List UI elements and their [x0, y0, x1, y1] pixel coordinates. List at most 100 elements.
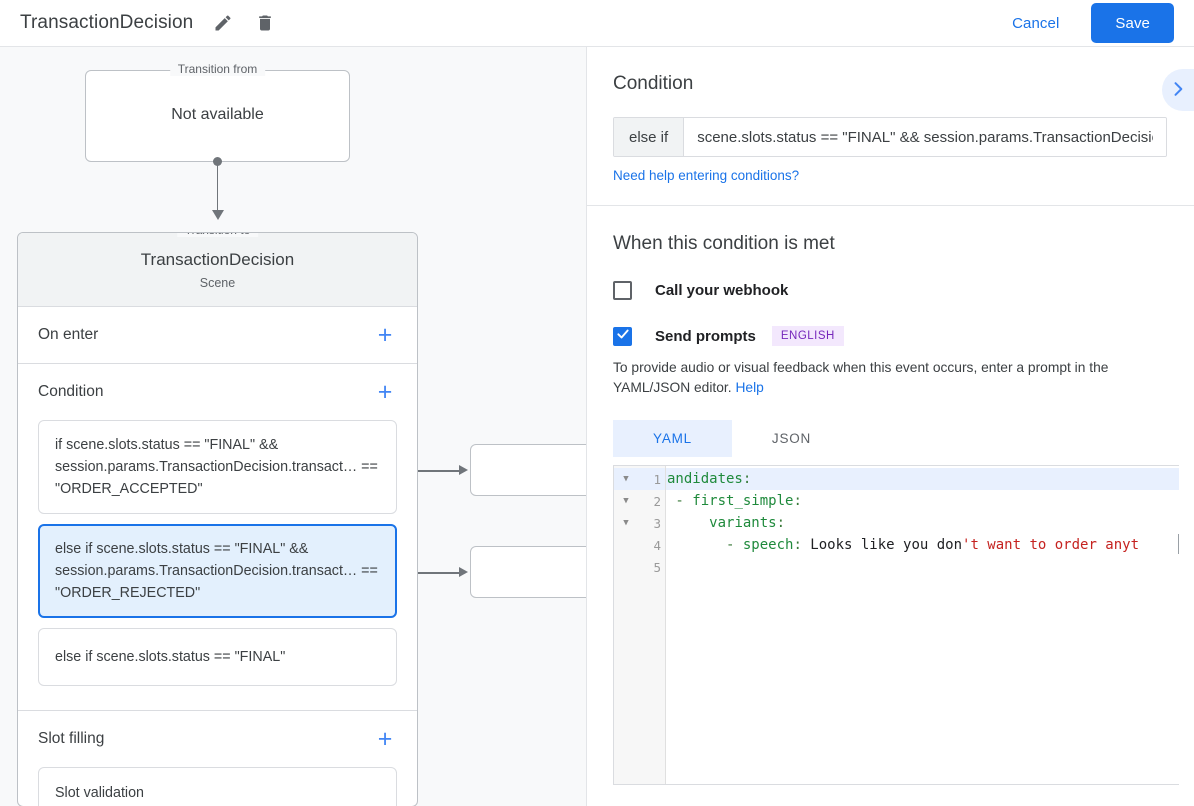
prompts-helper-text: To provide audio or visual feedback when… [613, 358, 1168, 398]
tab-yaml[interactable]: YAML [613, 420, 732, 457]
page-title: TransactionDecision [20, 12, 194, 33]
panel-top: Condition else if Need help entering con… [587, 47, 1194, 206]
add-slot-filling-button[interactable]: + [373, 725, 397, 753]
editor-gutter-row: 4 [614, 534, 665, 556]
conditions-help-link[interactable]: Need help entering conditions? [613, 168, 800, 183]
plus-icon: + [377, 378, 393, 406]
editor-line-number: 2 [653, 493, 661, 509]
condition-prefix-label: else if [614, 118, 685, 156]
code-token: : [776, 515, 786, 531]
panel-divider [587, 205, 1194, 206]
code-token: : [742, 471, 752, 487]
fold-toggle-icon[interactable]: ▼ [623, 496, 629, 506]
transition-to-legend: Transition to [176, 233, 259, 237]
slot-filling-header: Slot filling + [38, 711, 397, 767]
editor-gutter-row: ▼1 [614, 468, 665, 490]
editor-code-line: variants: [666, 512, 1179, 534]
edge-arrowhead-accepted [459, 465, 468, 475]
scene-header[interactable]: TransactionDecision Scene [18, 233, 417, 307]
code-token: : [793, 537, 811, 553]
code-token: : [793, 493, 802, 509]
transition-from-value: Not available [171, 106, 264, 123]
condition-item-accepted[interactable]: if scene.slots.status == "FINAL" && sess… [38, 420, 397, 514]
pencil-icon [213, 13, 233, 33]
send-prompts-row[interactable]: Send prompts ENGLISH [613, 326, 1168, 346]
editor-code-line: andidates: [666, 468, 1179, 490]
detail-panel: Condition else if Need help entering con… [586, 47, 1194, 806]
top-bar: TransactionDecision Cancel Save [0, 0, 1194, 47]
slot-filling-title: Slot filling [38, 730, 105, 747]
condition-header: Condition + [38, 364, 397, 420]
target-node-rejected[interactable] [470, 546, 586, 598]
scene-title: TransactionDecision [140, 250, 295, 269]
prompts-help-link[interactable]: Help [735, 380, 764, 395]
editor-gutter-row: 5 [614, 556, 665, 578]
section-on-enter: On enter + [18, 307, 417, 364]
transition-from-legend: Transition from [169, 62, 266, 76]
slot-validation-item[interactable]: Slot validation [38, 767, 397, 806]
fold-toggle-icon[interactable]: ▼ [623, 518, 629, 528]
connector-line-vertical [216, 161, 219, 218]
on-enter-title: On enter [38, 326, 99, 343]
editor-caret [1178, 534, 1179, 554]
add-on-enter-button[interactable]: + [373, 321, 397, 349]
trash-icon [255, 13, 275, 33]
call-webhook-label: Call your webhook [655, 282, 789, 299]
code-token: 't want to order anyt [962, 537, 1140, 553]
editor-format-tabs: YAML JSON [613, 420, 1168, 457]
code-token: speech [742, 537, 794, 553]
tab-json[interactable]: JSON [732, 420, 851, 457]
editor-code-line: - first_simple: [666, 490, 1179, 512]
when-condition-met-heading: When this condition is met [613, 233, 835, 254]
language-badge: ENGLISH [771, 326, 844, 346]
condition-input-row[interactable]: else if [613, 117, 1167, 157]
code-token: andidates [667, 471, 743, 487]
editor-gutter-row: ▼3 [614, 512, 665, 534]
plus-icon: + [377, 321, 393, 349]
send-prompts-checkbox[interactable] [613, 326, 632, 346]
checkmark-icon [616, 327, 630, 346]
panel-heading: Condition [613, 73, 694, 94]
editor-line-number: 4 [653, 537, 661, 553]
fold-toggle-icon[interactable]: ▼ [623, 474, 629, 484]
condition-expression-input[interactable] [684, 118, 1166, 156]
editor-code-line [666, 556, 1179, 578]
edge-arrowhead-rejected [459, 567, 468, 577]
code-token: variants [709, 515, 777, 531]
condition-item-final[interactable]: else if scene.slots.status == "FINAL" [38, 628, 397, 686]
collapse-panel-button[interactable] [1162, 69, 1194, 111]
editor-line-number: 1 [653, 471, 661, 487]
editor-line-number: 3 [653, 515, 661, 531]
edge-to-accepted-node [398, 470, 460, 472]
save-button[interactable]: Save [1091, 3, 1174, 43]
edge-to-rejected-node [398, 572, 460, 574]
call-webhook-checkbox[interactable] [613, 281, 632, 300]
webhook-row[interactable]: Call your webhook [613, 281, 1168, 300]
delete-button[interactable] [253, 11, 277, 35]
send-prompts-label: Send prompts [655, 327, 756, 345]
target-node-accepted[interactable] [470, 444, 586, 496]
editor-code-line: - speech: Looks like you don't want to o… [666, 534, 1179, 556]
editor-line-number: 5 [653, 559, 661, 575]
cancel-button[interactable]: Cancel [996, 7, 1075, 40]
transition-from-node[interactable]: Transition from Not available [85, 62, 350, 162]
section-slot-filling: Slot filling + Slot validation [18, 711, 417, 806]
code-token: Looks like you don [810, 537, 963, 553]
scene-subtitle: Scene [199, 276, 236, 290]
flow-canvas[interactable]: Transition from Not available Transition… [0, 47, 586, 806]
add-condition-button[interactable]: + [373, 378, 397, 406]
section-condition: Condition + if scene.slots.status == "FI… [18, 364, 417, 711]
connector-arrowhead [211, 210, 224, 220]
editor-code-area[interactable]: andidates: - first_simple: variants: - s… [666, 466, 1179, 784]
chevron-right-icon [1168, 79, 1188, 102]
condition-title: Condition [38, 383, 104, 400]
condition-item-rejected[interactable]: else if scene.slots.status == "FINAL" &&… [38, 524, 397, 618]
editor-gutter-row: ▼2 [614, 490, 665, 512]
code-token: - [667, 493, 693, 509]
transition-to-node: Transition to TransactionDecision Scene … [17, 232, 418, 806]
edit-name-button[interactable] [211, 11, 235, 35]
on-enter-header: On enter + [38, 307, 397, 363]
plus-icon: + [377, 725, 393, 753]
